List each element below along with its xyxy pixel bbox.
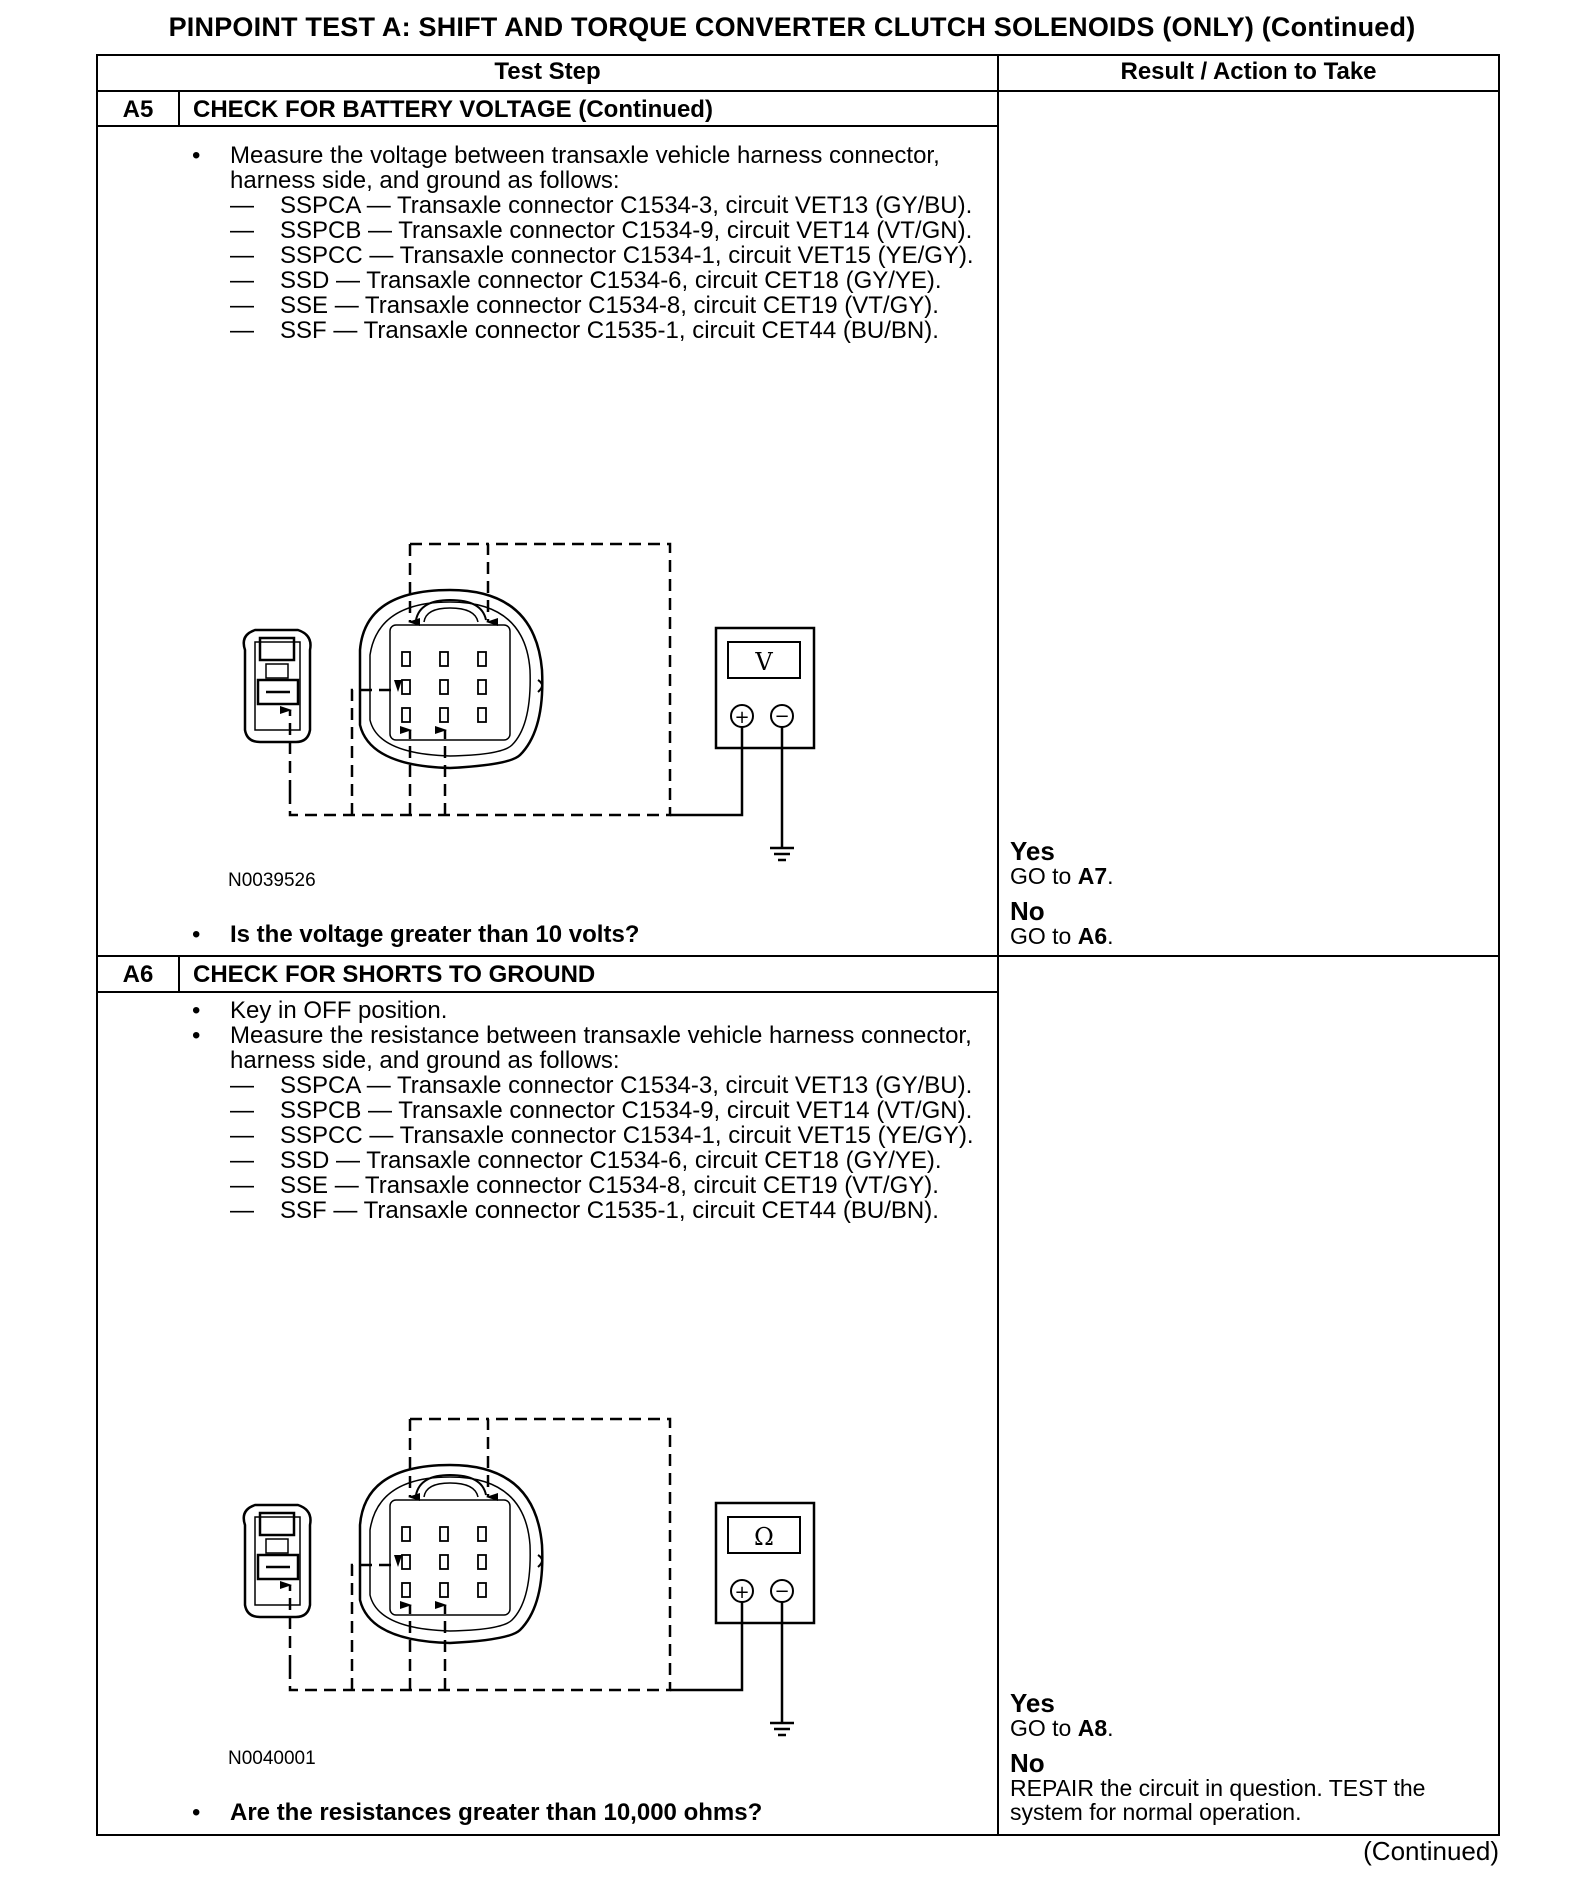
- a5-yes-action-target: A7: [1077, 863, 1108, 889]
- a5-question: Is the voltage greater than 10 volts?: [192, 921, 639, 949]
- svg-text:−: −: [774, 1581, 789, 1602]
- list-item: SSPCC — Transaxle connector C1534-1, cir…: [230, 243, 982, 268]
- meter-symbol: V: [754, 648, 773, 676]
- meter-icon: V + −: [714, 626, 816, 750]
- svg-text:+: +: [734, 1582, 749, 1603]
- a5-yes-label: Yes: [1010, 836, 1055, 866]
- meter-icon: Ω + −: [714, 1501, 816, 1625]
- step-id-a6: A6: [122, 961, 154, 988]
- a6-no-action: REPAIR the circuit in question. TEST the…: [1010, 1775, 1426, 1825]
- table-border-bottom: [96, 1834, 1500, 1836]
- step-title-a5: CHECK FOR BATTERY VOLTAGE (Continued): [193, 96, 713, 123]
- step-row-divider: [96, 955, 1500, 957]
- table-border-right: [1498, 54, 1500, 1836]
- list-item: SSE — Transaxle connector C1534-8, circu…: [230, 1173, 982, 1198]
- a5-circuit-list: SSPCA — Transaxle connector C1534-3, cir…: [230, 193, 982, 343]
- a6-figure-code: N0040001: [228, 1748, 316, 1769]
- a6-id-divider: [178, 955, 180, 992]
- a6-instructions: Key in OFF position. Measure the resista…: [192, 998, 982, 1223]
- list-item: SSPCB — Transaxle connector C1534-9, cir…: [230, 1098, 982, 1123]
- ground-symbol-icon: [670, 727, 794, 862]
- a5-title-divider: [96, 125, 999, 127]
- a6-yes-action: GO to A8.: [1010, 1715, 1114, 1741]
- list-item: SSD — Transaxle connector C1534-6, circu…: [230, 268, 982, 293]
- a5-id-divider: [178, 90, 180, 126]
- list-item: SSF — Transaxle connector C1535-1, circu…: [230, 318, 982, 343]
- header-test-step: Test Step: [494, 58, 601, 85]
- harness-connector-icon: [358, 1463, 544, 1645]
- meter-symbol: Ω: [754, 1523, 774, 1551]
- svg-text:+: +: [734, 707, 749, 728]
- list-item: SSD — Transaxle connector C1534-6, circu…: [230, 1148, 982, 1173]
- a5-no-action-prefix: GO to: [1010, 923, 1078, 949]
- a6-question: Are the resistances greater than 10,000 …: [192, 1799, 762, 1827]
- a5-no-action-target: A6: [1077, 923, 1108, 949]
- a5-bullet-measure: Measure the voltage between transaxle ve…: [192, 143, 982, 343]
- list-item: SSF — Transaxle connector C1535-1, circu…: [230, 1198, 982, 1223]
- a6-bullet-key-off: Key in OFF position.: [192, 998, 982, 1023]
- a5-no-label: No: [1010, 896, 1045, 926]
- svg-text:−: −: [774, 706, 789, 727]
- a6-wiring-diagram: Ω + −: [242, 1417, 816, 1737]
- a5-instructions: Measure the voltage between transaxle ve…: [192, 143, 982, 343]
- list-item: SSPCA — Transaxle connector C1534-3, cir…: [230, 193, 982, 218]
- header-result-action: Result / Action to Take: [1120, 58, 1377, 85]
- a5-bullet-measure-text: Measure the voltage between transaxle ve…: [230, 142, 940, 194]
- list-item: SSPCA — Transaxle connector C1534-3, cir…: [230, 1073, 982, 1098]
- a5-yes-action: GO to A7.: [1010, 863, 1114, 889]
- table-border-left: [96, 54, 98, 1836]
- small-connector-icon: [242, 1503, 312, 1619]
- a6-circuit-list: SSPCA — Transaxle connector C1534-3, cir…: [230, 1073, 982, 1223]
- step-id-a5: A5: [122, 96, 154, 123]
- list-item: SSPCC — Transaxle connector C1534-1, cir…: [230, 1123, 982, 1148]
- small-connector-icon: [242, 628, 312, 744]
- a6-bullet-measure-text: Measure the resistance between transaxle…: [230, 1022, 972, 1074]
- page-title: PINPOINT TEST A: SHIFT AND TORQUE CONVER…: [168, 12, 1416, 42]
- header-row-divider: [96, 90, 1500, 92]
- a5-figure-code: N0039526: [228, 870, 316, 891]
- a6-yes-action-prefix: GO to: [1010, 1715, 1078, 1741]
- a6-yes-label: Yes: [1010, 1688, 1055, 1718]
- a6-no-label: No: [1010, 1748, 1045, 1778]
- a6-yes-action-target: A8: [1077, 1715, 1108, 1741]
- ground-symbol-icon: [670, 1602, 794, 1737]
- test-leads: [280, 1417, 672, 1692]
- a6-bullet-measure: Measure the resistance between transaxle…: [192, 1023, 982, 1223]
- table-border-top: [96, 54, 1500, 56]
- harness-connector-icon: [358, 588, 544, 770]
- a5-yes-action-prefix: GO to: [1010, 863, 1078, 889]
- a6-title-divider: [96, 991, 999, 993]
- a5-no-action: GO to A6.: [1010, 923, 1114, 949]
- step-title-a6: CHECK FOR SHORTS TO GROUND: [193, 961, 596, 988]
- continued-note: (Continued): [1363, 1836, 1499, 1866]
- test-leads: [280, 542, 672, 817]
- list-item: SSE — Transaxle connector C1534-8, circu…: [230, 293, 982, 318]
- list-item: SSPCB — Transaxle connector C1534-9, cir…: [230, 218, 982, 243]
- column-divider: [997, 54, 999, 1836]
- a5-wiring-diagram: V + −: [242, 542, 816, 862]
